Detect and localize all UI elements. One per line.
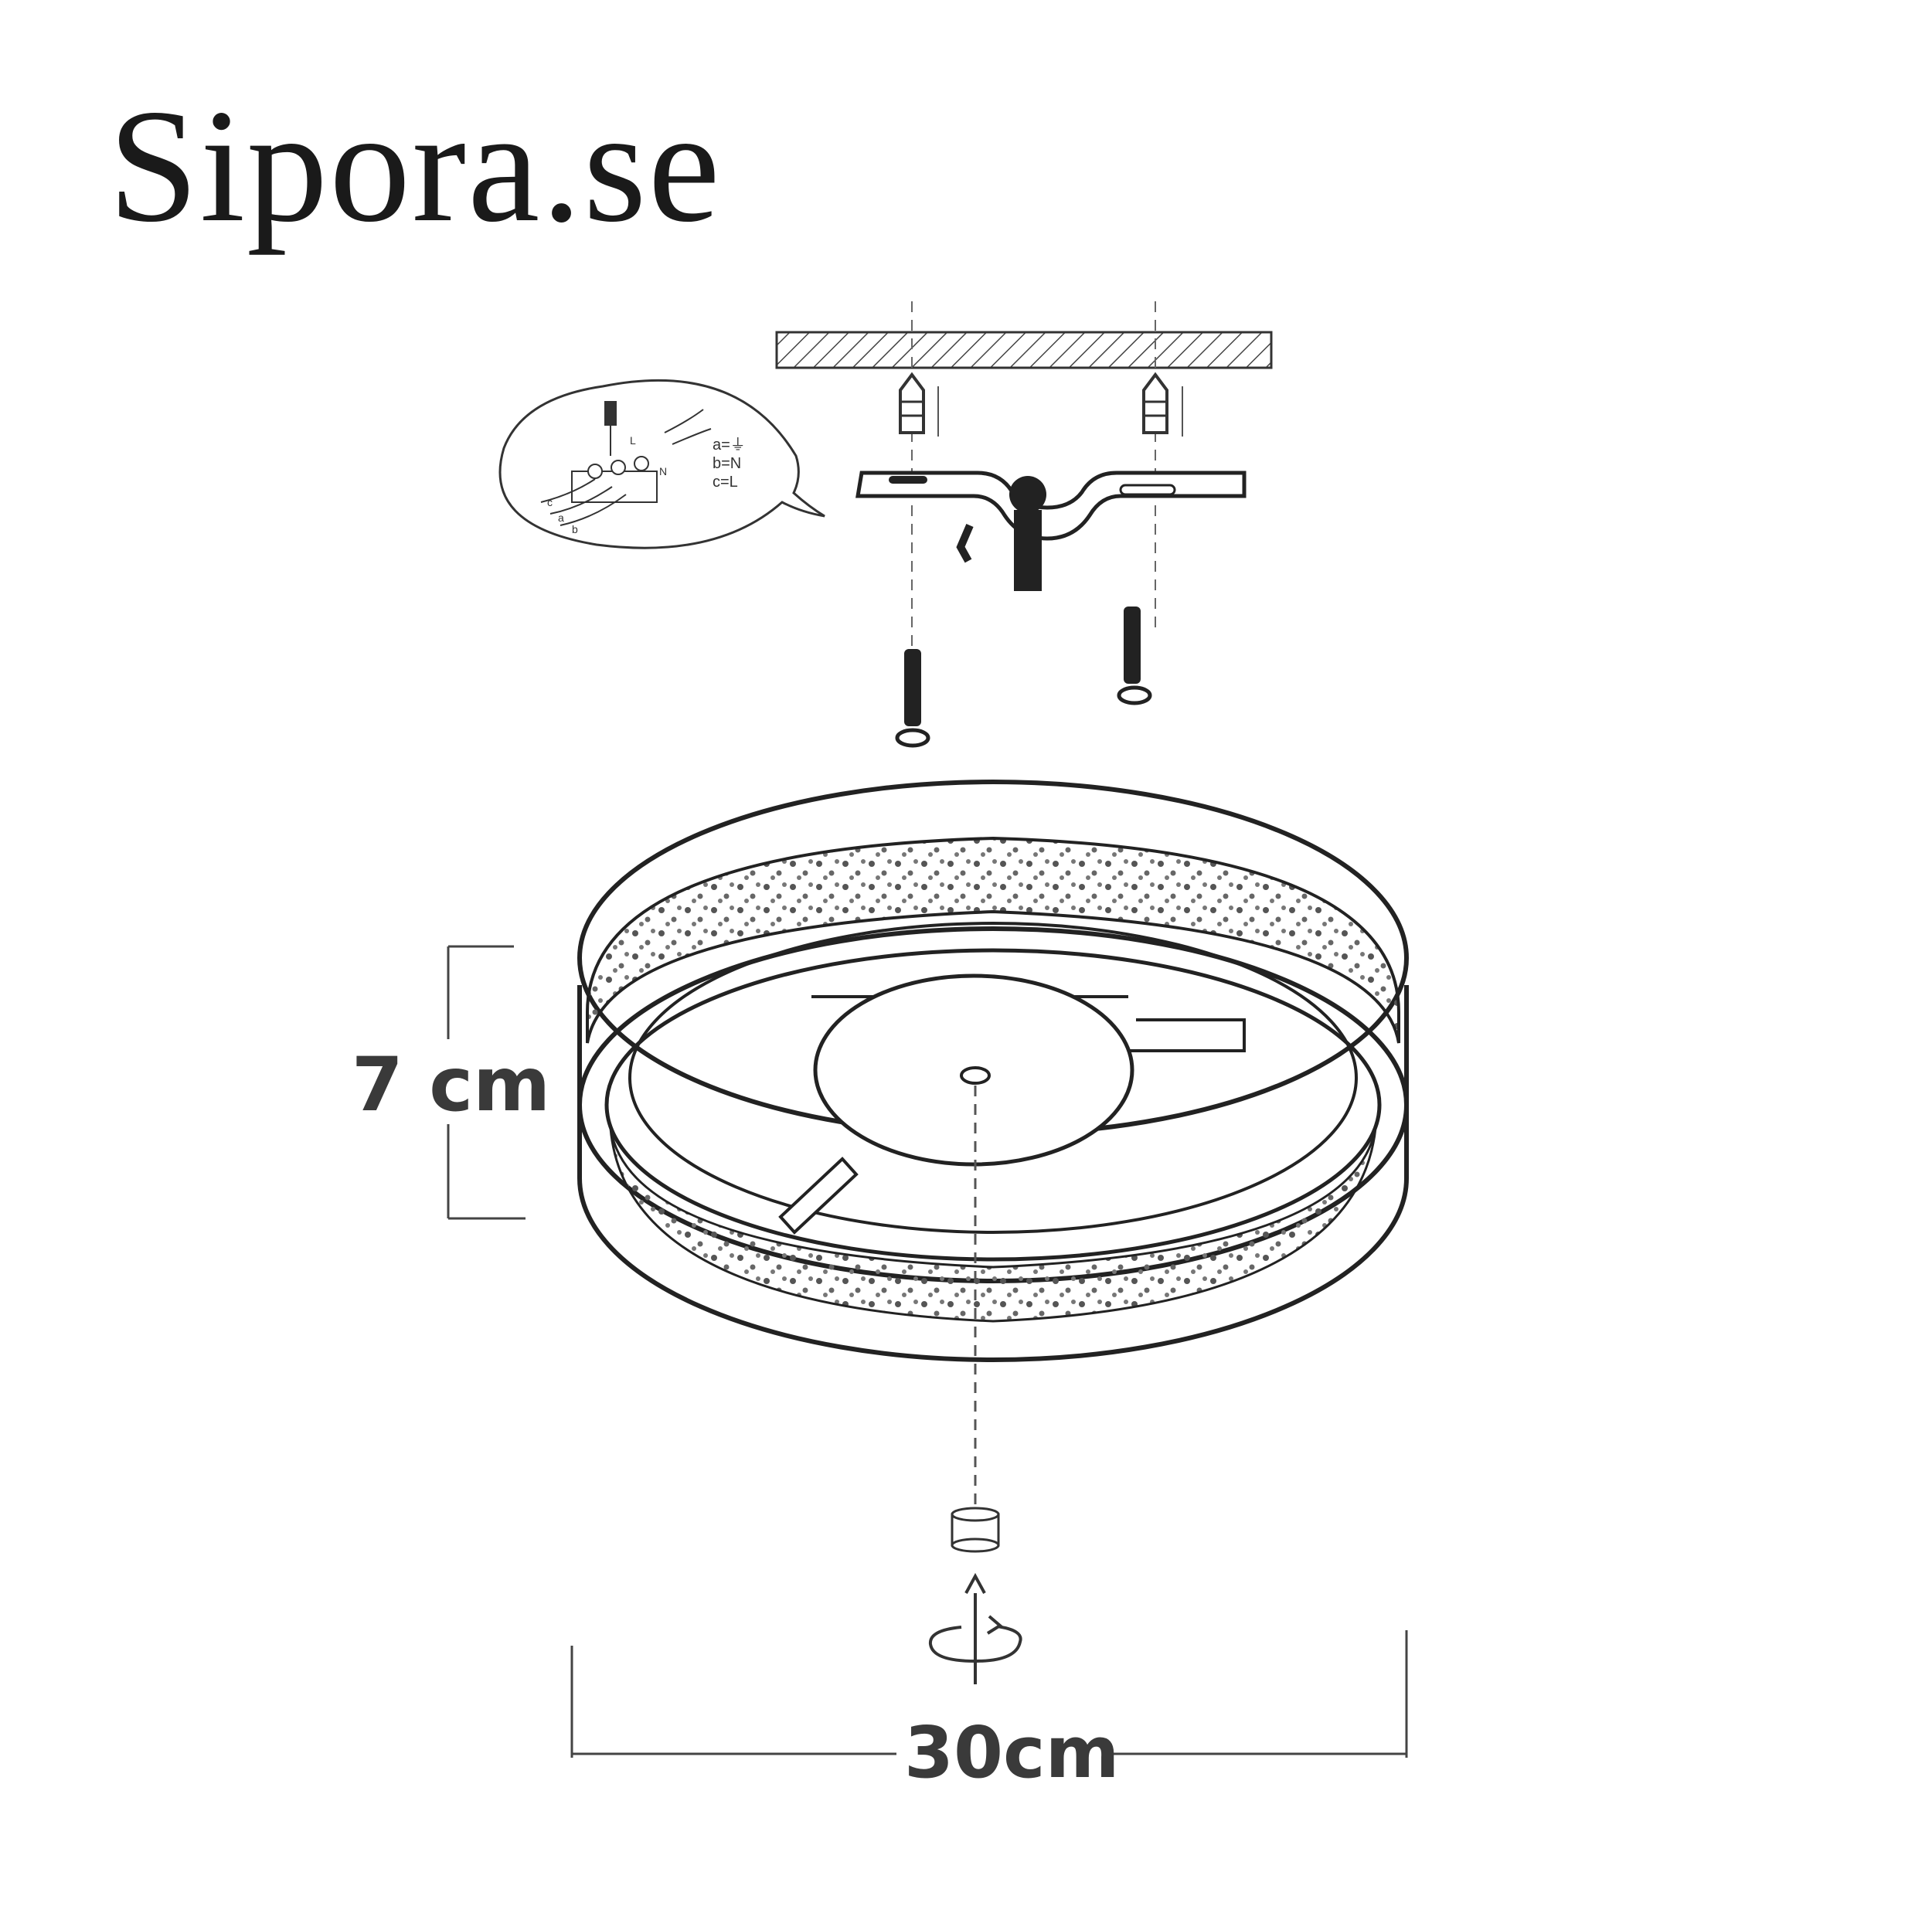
- wire-label-a: a: [558, 511, 564, 524]
- wall-plug-icon: [1142, 372, 1183, 437]
- mounting-bracket-icon: [855, 471, 1247, 591]
- brand-logo: Sipora.se: [108, 76, 722, 256]
- height-dimension: 7 cm: [348, 945, 556, 1220]
- lamp-center-canopy: [813, 973, 1134, 1167]
- wire-label-b: b: [572, 523, 578, 535]
- diameter-label: 30cm: [904, 1711, 1119, 1794]
- wiring-detail-bubble: c a b L N a=⏚ b=N c=L: [498, 379, 825, 549]
- ceiling-lamp-illustration: [577, 780, 1409, 1362]
- screw-icon: [895, 649, 930, 748]
- lamp-crystal-band-top: [586, 836, 1400, 1044]
- finial-nut-icon: [951, 1507, 1000, 1553]
- height-label: 7 cm: [352, 1041, 550, 1128]
- ceiling-hatch-icon: [775, 331, 1273, 369]
- terminal-label-n: N: [659, 465, 667, 477]
- lamp-crystal-band-bottom: [609, 1127, 1377, 1323]
- legend-neutral: b=N: [713, 455, 741, 472]
- legend-earth: a=⏚: [713, 437, 746, 454]
- diameter-dimension: 30cm: [570, 1630, 1408, 1796]
- terminal-label-l: L: [630, 434, 636, 447]
- legend-live: c=L: [713, 474, 738, 491]
- screw-icon: [1117, 607, 1152, 705]
- terminal-block-icon: [540, 401, 712, 526]
- lamp-inner-frame: [628, 922, 1358, 1235]
- wall-plug-icon: [899, 372, 939, 437]
- wire-label-c: c: [547, 496, 553, 508]
- rotate-arrow-icon: [928, 1572, 1022, 1684]
